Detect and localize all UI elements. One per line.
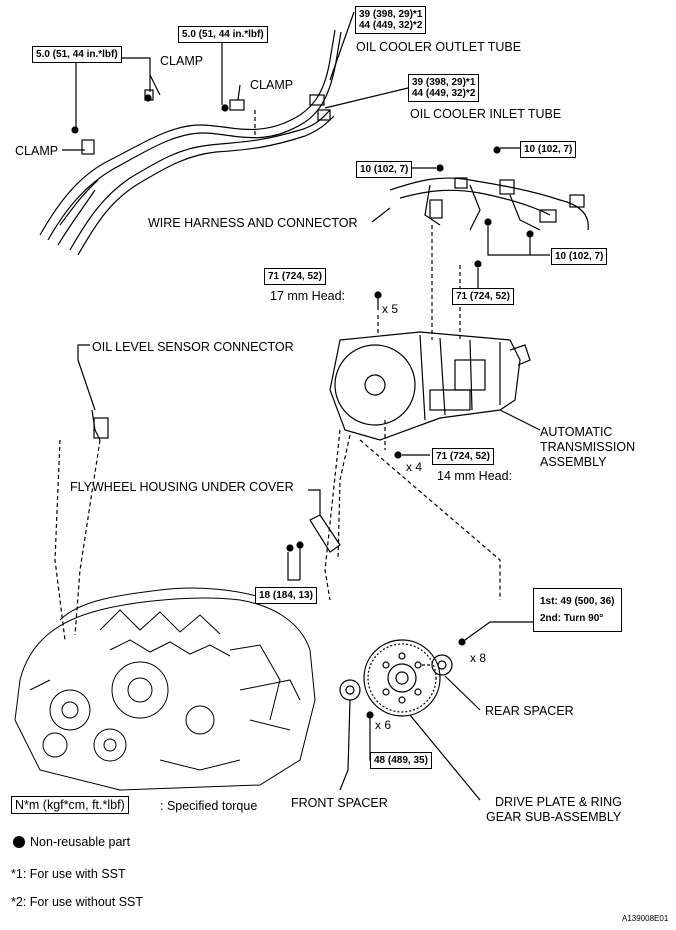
label-rear-spacer: REAR SPACER [485, 704, 574, 718]
label-17mm-head: 17 mm Head: [270, 289, 346, 303]
label-transmission: TRANSMISSION [540, 440, 636, 454]
legend-unit-box: N*m (kgf*cm, ft.*lbf) [11, 796, 129, 814]
label-drive-plate-2: GEAR SUB-ASSEMBLY [486, 810, 622, 824]
non-reusable-bullet [13, 836, 25, 848]
torque-box-10-right: 10 (102, 7) [551, 248, 608, 265]
front-spacer-part [339, 679, 361, 701]
label-automatic: AUTOMATIC [540, 425, 613, 439]
clamp-part-3 [81, 139, 95, 155]
multiplier-x6: x 6 [375, 718, 392, 732]
transmission-assembly [329, 331, 531, 441]
label-clamp-middle: CLAMP [250, 78, 294, 92]
label-clamp-top: CLAMP [160, 54, 204, 68]
torque-box-48: 48 (489, 35) [370, 752, 432, 769]
label-wire-harness: WIRE HARNESS AND CONNECTOR [148, 216, 358, 230]
engine-block [14, 587, 316, 791]
multiplier-x8: x 8 [470, 651, 487, 665]
inlet-torque-2: 44 (449, 32)*2 [412, 88, 476, 99]
legend-non-reusable: Non-reusable part [30, 835, 131, 849]
flywheel-cover [309, 514, 341, 553]
label-oil-cooler-outlet-tube: OIL COOLER OUTLET TUBE [356, 40, 522, 54]
legend-unit-desc: : Specified torque [160, 799, 258, 813]
inlet-torque-1: 39 (398, 29)*1 [412, 77, 476, 88]
label-drive-plate-1: DRIVE PLATE & RING [495, 795, 622, 809]
outlet-torque-2: 44 (449, 32)*2 [359, 20, 423, 31]
label-front-spacer: FRONT SPACER [291, 796, 388, 810]
legend-note-2: *2: For use without SST [11, 895, 144, 909]
label-clamp-left: CLAMP [15, 144, 59, 158]
sensor-connector [91, 409, 101, 441]
torque-box-5-0-left: 5.0 (51, 44 in.*lbf) [32, 46, 122, 63]
torque-box-outlet: 39 (398, 29)*1 44 (449, 32)*2 [355, 6, 427, 34]
label-flywheel-housing-cover: FLYWHEEL HOUSING UNDER COVER [70, 480, 294, 494]
drive-plate-torque-2nd: 2nd: Turn 90° [540, 613, 604, 624]
torque-box-drive-plate: 1st: 49 (500, 36) 2nd: Turn 90° [533, 588, 622, 632]
wire-harness [389, 177, 589, 231]
multiplier-x5: x 5 [382, 302, 399, 316]
torque-box-10-left: 10 (102, 7) [356, 161, 413, 178]
torque-box-71-b: 71 (724, 52) [452, 288, 514, 305]
torque-box-18: 18 (184, 13) [255, 587, 317, 604]
torque-box-71-a: 71 (724, 52) [264, 268, 326, 285]
label-assembly: ASSEMBLY [540, 455, 607, 469]
outlet-torque-1: 39 (398, 29)*1 [359, 9, 423, 20]
torque-box-inlet: 39 (398, 29)*1 44 (449, 32)*2 [408, 74, 480, 102]
drive-plate-torque-1st: 1st: 49 (500, 36) [540, 596, 615, 607]
label-14mm-head: 14 mm Head: [437, 469, 513, 483]
label-oil-level-sensor: OIL LEVEL SENSOR CONNECTOR [92, 340, 294, 354]
torque-box-10-top: 10 (102, 7) [520, 141, 577, 158]
torque-box-71-c: 71 (724, 52) [432, 448, 494, 465]
torque-box-5-0-right: 5.0 (51, 44 in.*lbf) [178, 26, 268, 43]
multiplier-x4: x 4 [406, 460, 423, 474]
clamp-part-2 [229, 99, 245, 111]
label-oil-cooler-inlet-tube: OIL COOLER INLET TUBE [410, 107, 562, 121]
legend-note-1: *1: For use with SST [11, 867, 126, 881]
rear-spacer-part [431, 654, 453, 676]
drive-plate [363, 639, 441, 717]
figure-id: A139008E01 [622, 914, 669, 923]
